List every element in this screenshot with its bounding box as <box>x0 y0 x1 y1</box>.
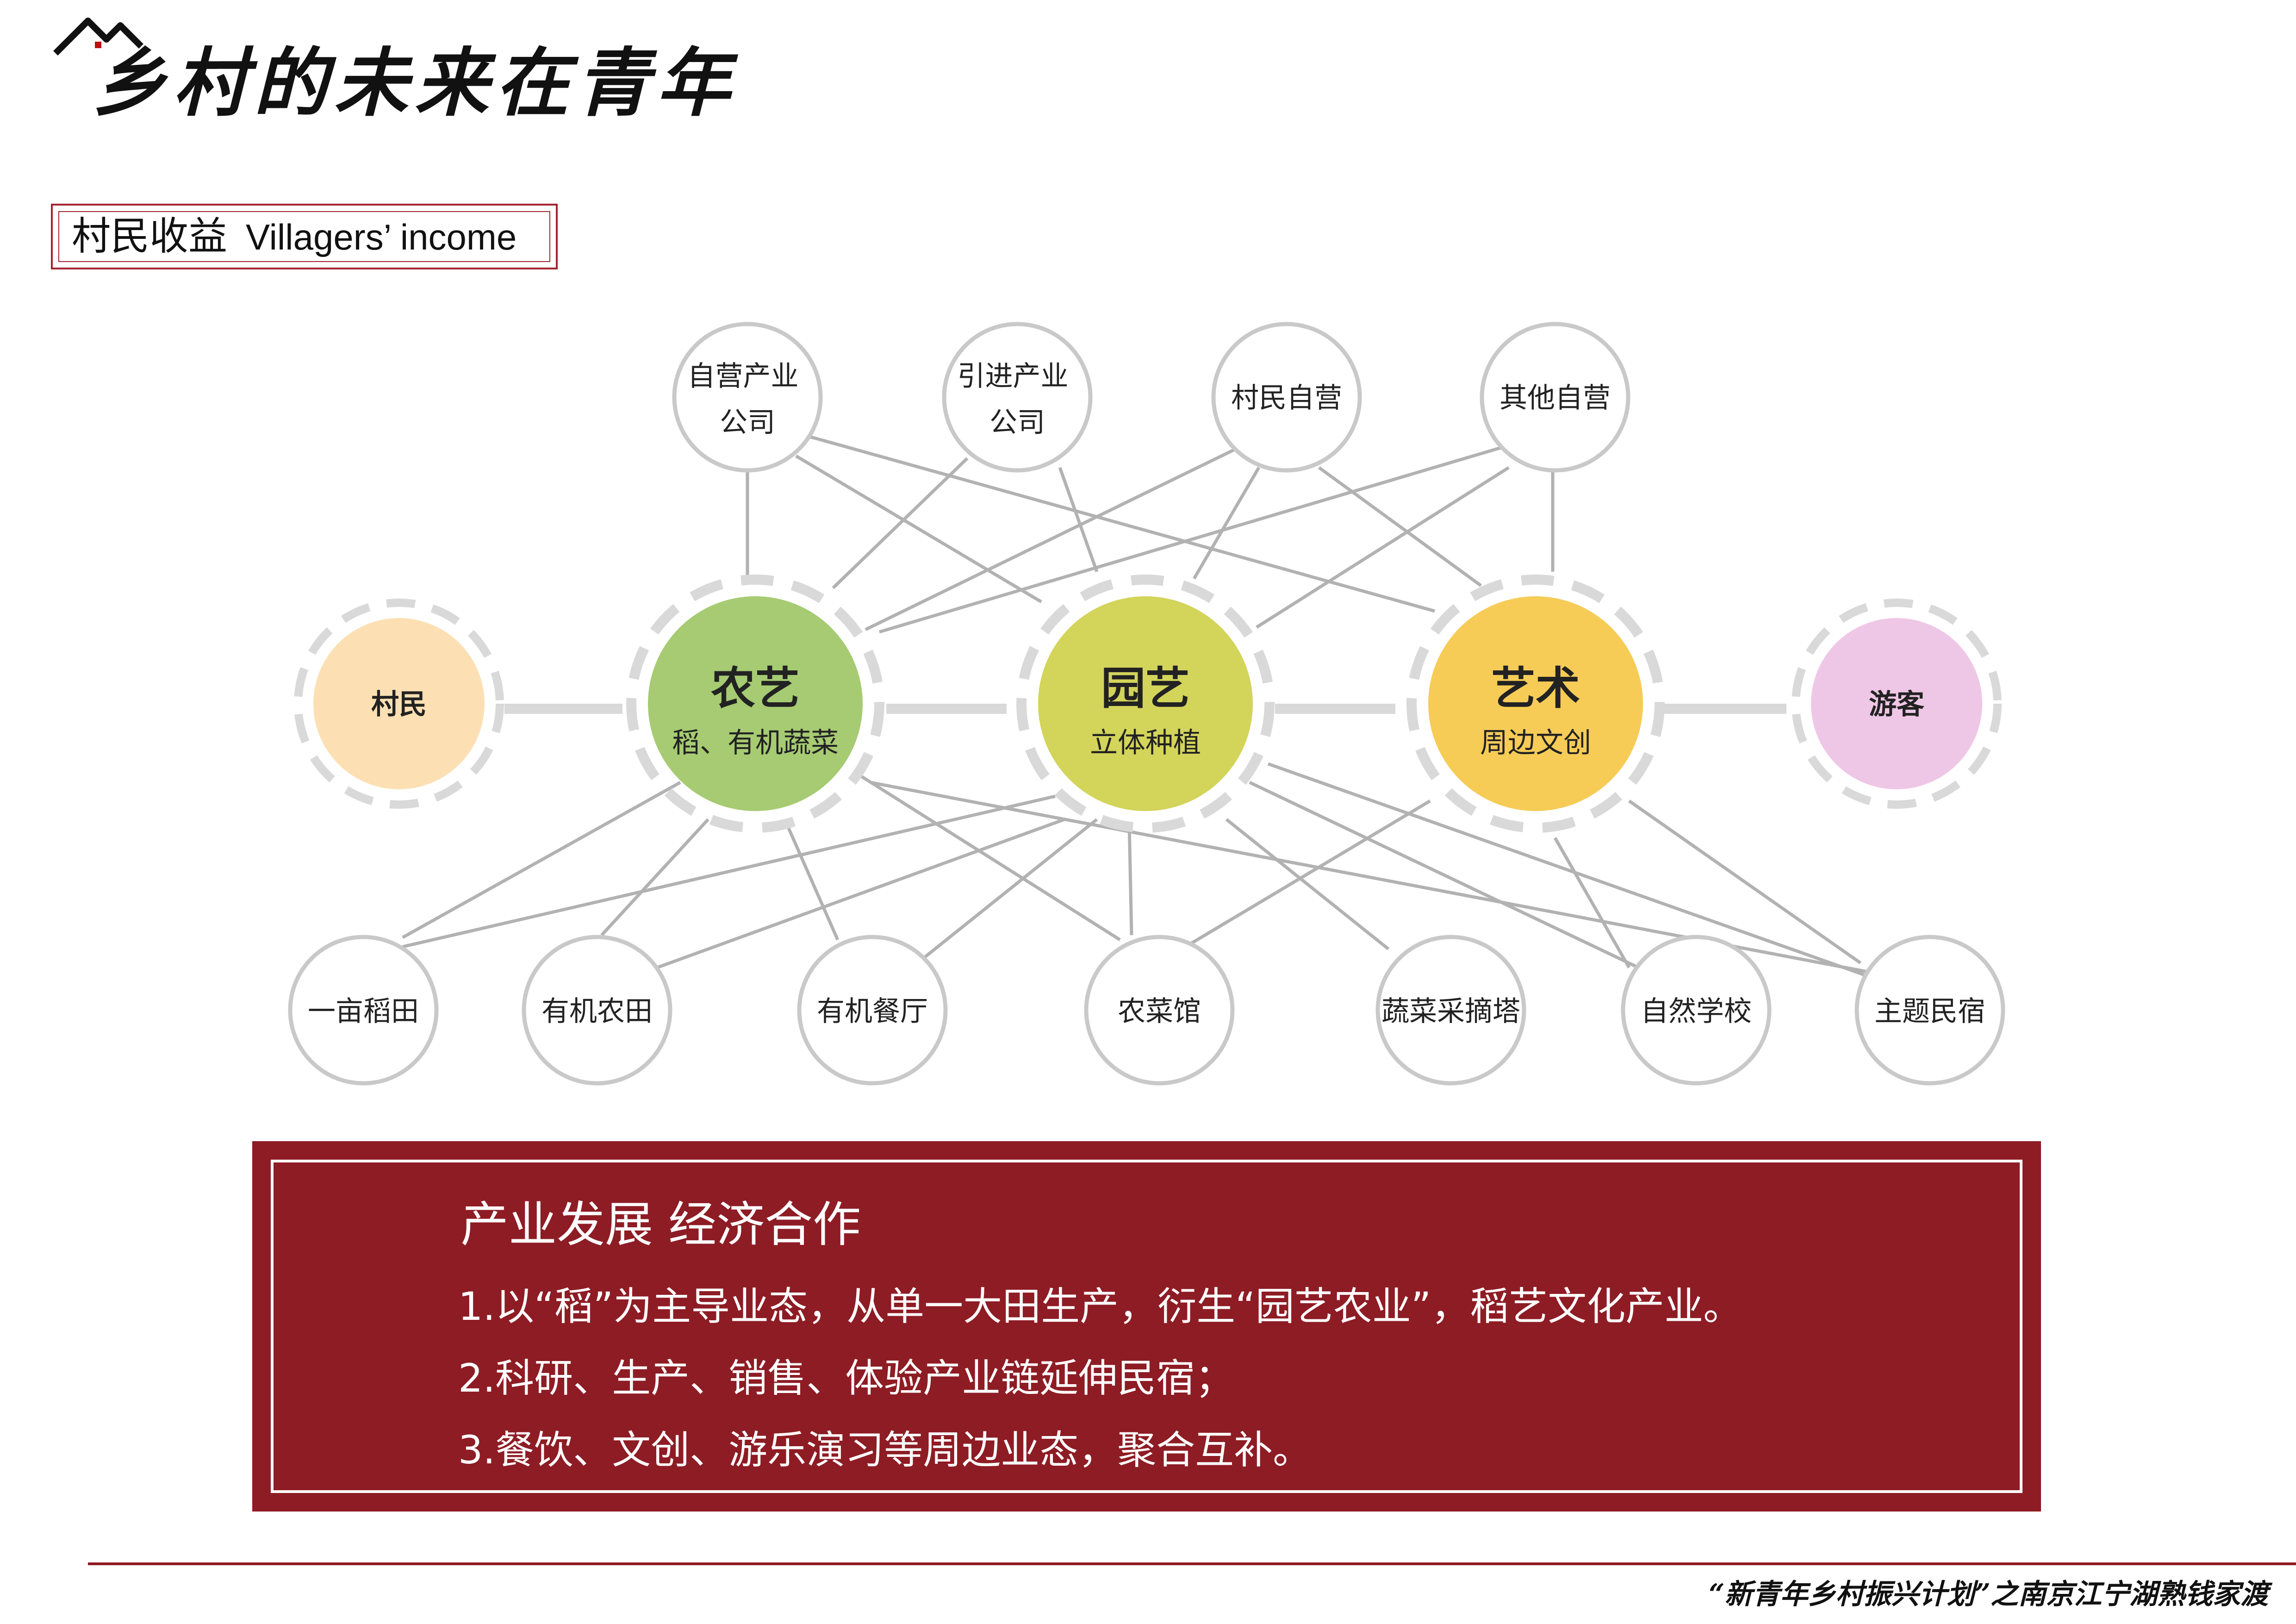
bottom-node-label: 主题民宿 <box>1874 995 1985 1028</box>
connection-line <box>1628 800 1862 964</box>
top-node-villager-self-run[interactable]: 村民自营 <box>1211 322 1362 473</box>
connection-line <box>1553 837 1631 968</box>
top-node-label: 村民自营 <box>1231 382 1342 414</box>
connection-line <box>796 431 1435 613</box>
roof-logo-icon <box>53 18 143 56</box>
section-title-en: Villagers’ income <box>246 217 517 257</box>
top-node-label: 引进产业 公司 <box>957 360 1077 439</box>
hub-subtitle: 稻、有机蔬菜 <box>672 727 839 759</box>
bottom-node-rice-field[interactable]: 一亩稻田 <box>288 935 439 1086</box>
bottom-node-farm-dishes[interactable]: 农菜馆 <box>1084 935 1235 1086</box>
hub-subtitle: 立体种植 <box>1090 727 1201 759</box>
connection-line <box>656 818 1065 969</box>
hub-subtitle: 周边文创 <box>1480 727 1591 759</box>
top-node-label: 其他自营 <box>1500 382 1611 414</box>
bottom-node-nature-school[interactable]: 自然学校 <box>1621 935 1772 1086</box>
connection-line <box>1318 466 1482 587</box>
connection-line <box>865 445 1241 631</box>
side-node-label: 游客 <box>1869 688 1924 721</box>
connection-line <box>600 818 709 937</box>
hub-title: 艺术 <box>1491 662 1580 714</box>
connection-line <box>1192 467 1261 580</box>
connection-lines <box>402 431 1871 979</box>
bottom-node-organic-restaurant[interactable]: 有机餐厅 <box>797 935 948 1086</box>
top-node-self-run-company[interactable]: 自营产业 公司 <box>672 322 823 473</box>
section-title: 村民收益 Villagers’ income <box>72 208 516 264</box>
top-node-other-self-run[interactable]: 其他自营 <box>1480 322 1630 473</box>
footer-rule <box>88 1562 2296 1565</box>
connection-line <box>832 457 969 589</box>
connection-line <box>1127 824 1133 936</box>
bottom-node-picking-tower[interactable]: 蔬菜采摘塔 <box>1375 935 1526 1086</box>
bottom-node-theme-homestay[interactable]: 主题民宿 <box>1854 935 2005 1086</box>
connection-line <box>785 823 840 941</box>
top-node-introduced-company[interactable]: 引进产业 公司 <box>942 322 1093 473</box>
top-node-label: 自营产业 公司 <box>687 360 807 439</box>
connection-line <box>879 445 1505 634</box>
connection-line <box>1256 466 1510 629</box>
hub-art[interactable]: 艺术 周边文创 <box>1406 575 1665 833</box>
bottom-node-label: 自然学校 <box>1641 995 1752 1028</box>
connection-line <box>1267 762 1871 979</box>
connection-line <box>922 818 1098 960</box>
bottom-node-label: 农菜馆 <box>1118 995 1201 1028</box>
connection-line <box>855 772 1121 941</box>
hub-agriculture[interactable]: 农艺 稻、有机蔬菜 <box>626 575 884 833</box>
side-node-villager[interactable]: 村民 <box>294 599 504 809</box>
bottom-node-label: 有机餐厅 <box>817 995 928 1028</box>
connection-line <box>402 781 681 939</box>
hub-horticulture[interactable]: 园艺 立体种植 <box>1016 575 1275 833</box>
connector-garden-art <box>1275 704 1395 714</box>
bottom-node-organic-farm[interactable]: 有机农田 <box>522 935 672 1086</box>
connection-line <box>1058 467 1099 573</box>
panel-line-3: 3.餐饮、文创、游乐演习等周边业态，聚合互补。 <box>458 1427 1312 1473</box>
connection-line <box>795 454 1042 604</box>
bottom-node-label: 一亩稻田 <box>308 995 419 1028</box>
hub-connectors <box>504 704 1786 714</box>
footer-caption: “新青年乡村振兴计划”之南京江宁湖熟钱家渡 <box>1708 1578 2268 1611</box>
connector-villager-agri <box>504 704 622 714</box>
section-title-cn: 村民收益 <box>72 213 228 259</box>
connector-art-tourist <box>1661 704 1786 714</box>
panel-line-1: 1.以“稻”为主导业态，从单一大田生产，衍生“园艺农业”，稻艺文化产业。 <box>458 1284 1742 1329</box>
connection-line <box>1249 781 1639 969</box>
bottom-node-label: 蔬菜采摘塔 <box>1381 995 1520 1028</box>
hub-title: 农艺 <box>711 662 800 714</box>
side-node-tourist[interactable]: 游客 <box>1792 599 2002 809</box>
connection-line <box>1225 818 1390 950</box>
panel-title: 产业发展 经济合作 <box>460 1196 861 1253</box>
bottom-node-label: 有机农田 <box>541 995 653 1028</box>
connection-line <box>402 794 1056 949</box>
panel-line-2: 2.科研、生产、销售、体验产业链延伸民宿； <box>458 1355 1234 1401</box>
connection-line <box>1188 799 1431 946</box>
hub-title: 园艺 <box>1101 662 1190 714</box>
connector-agri-garden <box>886 704 1007 714</box>
section-frame <box>51 204 558 269</box>
side-node-label: 村民 <box>371 688 427 721</box>
logo-title: 乡村的未来在青年 <box>93 39 737 126</box>
summary-panel <box>252 1141 2041 1512</box>
